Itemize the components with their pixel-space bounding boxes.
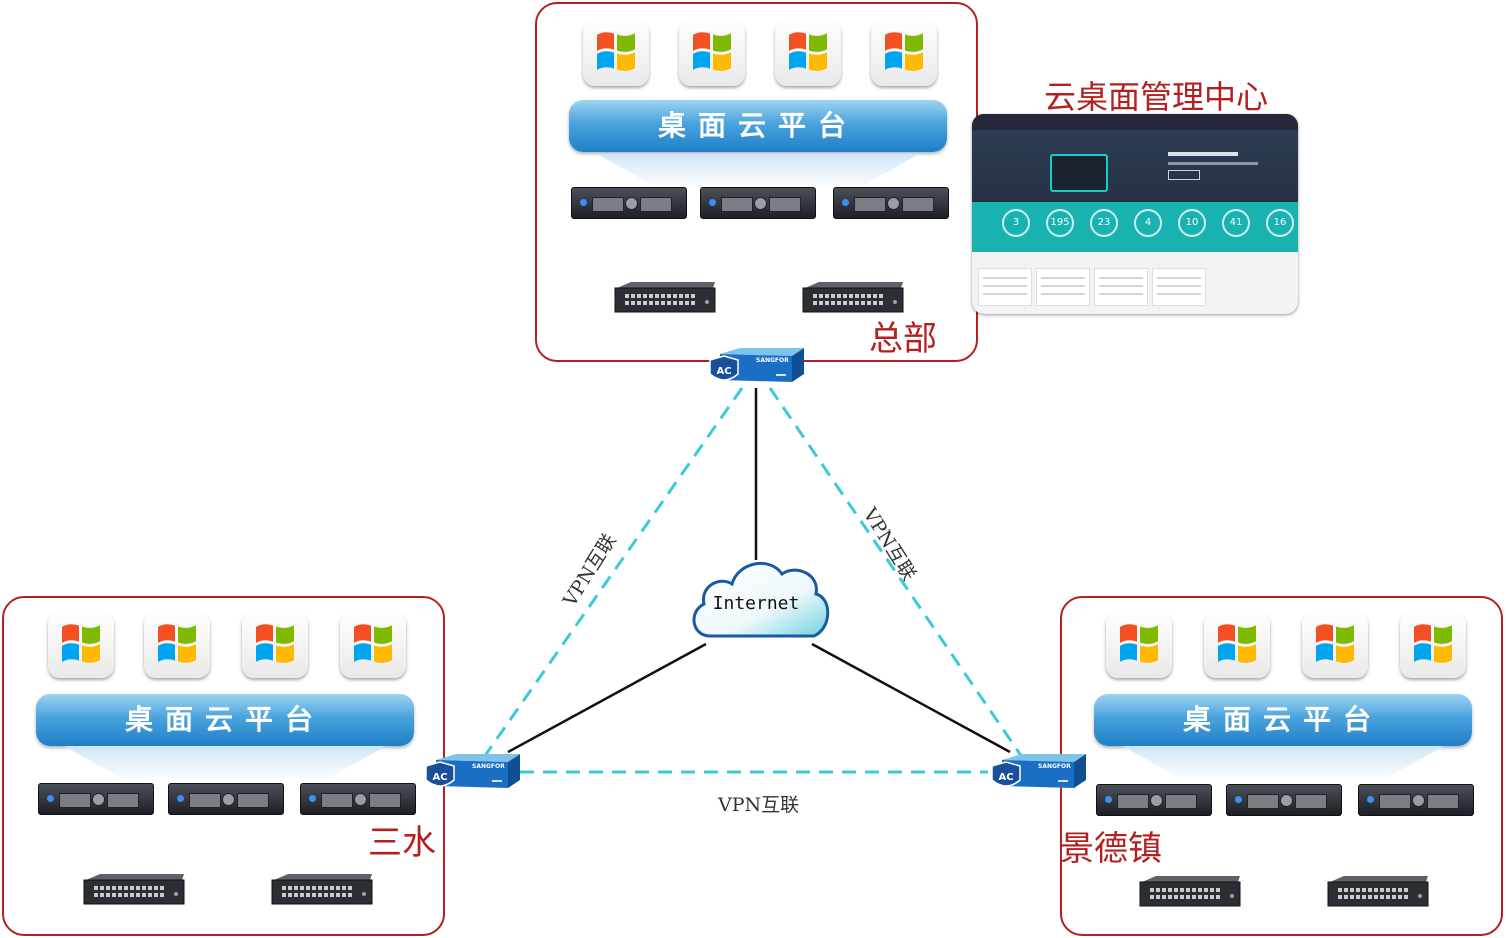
stat-circle: 23 bbox=[1090, 209, 1118, 237]
windows-vm-icon bbox=[679, 20, 745, 86]
wan-link-sanshui bbox=[507, 642, 707, 754]
site-jingdezhen: 桌面云平台 景德镇 bbox=[1060, 596, 1503, 936]
windows-vm-icon bbox=[1400, 612, 1466, 678]
svg-text:SANGFOR: SANGFOR bbox=[472, 763, 505, 770]
vpn-links bbox=[480, 387, 1026, 774]
server-icon bbox=[1226, 784, 1342, 816]
switch-graphic bbox=[614, 282, 716, 313]
stat-circle: 41 bbox=[1222, 209, 1250, 237]
internet-label: Internet bbox=[712, 593, 800, 614]
switch-graphic bbox=[802, 282, 904, 313]
server-icon bbox=[571, 187, 687, 219]
desktop-cloud-platform-bar: 桌面云平台 bbox=[36, 694, 414, 746]
ac-gateway-sanshui: SANGFOR AC bbox=[422, 752, 522, 796]
host-card bbox=[978, 268, 1032, 306]
stat-circle: 16 bbox=[1266, 209, 1294, 237]
svg-text:SANGFOR: SANGFOR bbox=[756, 357, 789, 364]
switch-graphic bbox=[1327, 876, 1429, 907]
wan-link-jingdezhen bbox=[811, 642, 1011, 754]
storage-card bbox=[1152, 268, 1206, 306]
management-dashboard-screenshot: 3 195 23 4 10 41 16 bbox=[972, 114, 1298, 314]
stat-circle: 3 bbox=[1002, 209, 1030, 237]
switch-graphic bbox=[83, 874, 185, 905]
site-label-sanshui: 三水 bbox=[368, 823, 436, 863]
server-icon bbox=[1096, 784, 1212, 816]
svg-text:AC: AC bbox=[432, 772, 447, 783]
dashboard-banner-text bbox=[1168, 152, 1238, 156]
dashboard-banner-text bbox=[1168, 162, 1258, 165]
site-sanshui: 桌面云平台 三水 bbox=[2, 596, 445, 936]
site-label-jingdezhen: 景德镇 bbox=[1060, 829, 1162, 869]
server-icon bbox=[1358, 784, 1474, 816]
dashboard-banner-button bbox=[1168, 170, 1200, 180]
stat-circle: 195 bbox=[1046, 209, 1074, 237]
svg-text:AC: AC bbox=[998, 772, 1013, 783]
windows-vm-icon bbox=[144, 612, 210, 678]
windows-vm-icon bbox=[242, 612, 308, 678]
network-switch-icon bbox=[1326, 874, 1430, 910]
dashboard-stats-strip: 3 195 23 4 10 41 16 bbox=[972, 202, 1298, 252]
network-switch-icon bbox=[801, 280, 905, 316]
management-center-title: 云桌面管理中心 bbox=[1044, 78, 1269, 116]
windows-vm-icon bbox=[48, 612, 114, 678]
windows-vm-icon bbox=[340, 612, 406, 678]
windows-vm-icon bbox=[1204, 612, 1270, 678]
network-switch-icon bbox=[1138, 874, 1242, 910]
server-icon bbox=[700, 187, 816, 219]
site-hq: 桌面云平台 总部 bbox=[535, 2, 978, 362]
cloud-icon bbox=[692, 562, 830, 638]
dashboard-host-cards bbox=[972, 252, 1298, 314]
windows-vm-icon bbox=[583, 20, 649, 86]
desktop-cloud-platform-bar: 桌面云平台 bbox=[569, 100, 947, 152]
vpn-label-bottom: VPN互联 bbox=[718, 794, 800, 816]
dashboard-nav bbox=[972, 114, 1298, 130]
dashboard-banner bbox=[972, 114, 1298, 202]
stat-circle: 10 bbox=[1178, 209, 1206, 237]
server-icon bbox=[300, 783, 416, 815]
windows-vm-icon bbox=[1302, 612, 1368, 678]
dashboard-monitor-graphic bbox=[1050, 154, 1108, 192]
svg-text:SANGFOR: SANGFOR bbox=[1038, 763, 1071, 770]
server-icon bbox=[833, 187, 949, 219]
vpn-link-hq-jingdezhen bbox=[768, 387, 1026, 761]
server-icon bbox=[38, 783, 154, 815]
network-switch-icon bbox=[270, 872, 374, 908]
platform-glow bbox=[64, 746, 386, 782]
internet-cloud: Internet bbox=[686, 548, 834, 644]
platform-glow bbox=[1122, 746, 1444, 782]
network-switch-icon bbox=[82, 872, 186, 908]
host-card bbox=[1036, 268, 1090, 306]
host-card bbox=[1094, 268, 1148, 306]
windows-vm-icon bbox=[1106, 612, 1172, 678]
svg-text:AC: AC bbox=[716, 366, 731, 377]
ac-gateway-hq: SANGFOR AC bbox=[706, 346, 806, 390]
network-switch-icon bbox=[613, 280, 717, 316]
ac-gateway-jingdezhen: SANGFOR AC bbox=[988, 752, 1088, 796]
site-label-hq: 总部 bbox=[869, 319, 937, 359]
vpn-link-hq-sanshui bbox=[480, 387, 744, 761]
wan-links bbox=[507, 388, 1011, 754]
windows-vm-icon bbox=[775, 20, 841, 86]
windows-vm-icon bbox=[871, 20, 937, 86]
server-icon bbox=[168, 783, 284, 815]
platform-glow bbox=[597, 154, 919, 190]
stat-circle: 4 bbox=[1134, 209, 1162, 237]
switch-graphic bbox=[1139, 876, 1241, 907]
desktop-cloud-platform-bar: 桌面云平台 bbox=[1094, 694, 1472, 746]
switch-graphic bbox=[271, 874, 373, 905]
